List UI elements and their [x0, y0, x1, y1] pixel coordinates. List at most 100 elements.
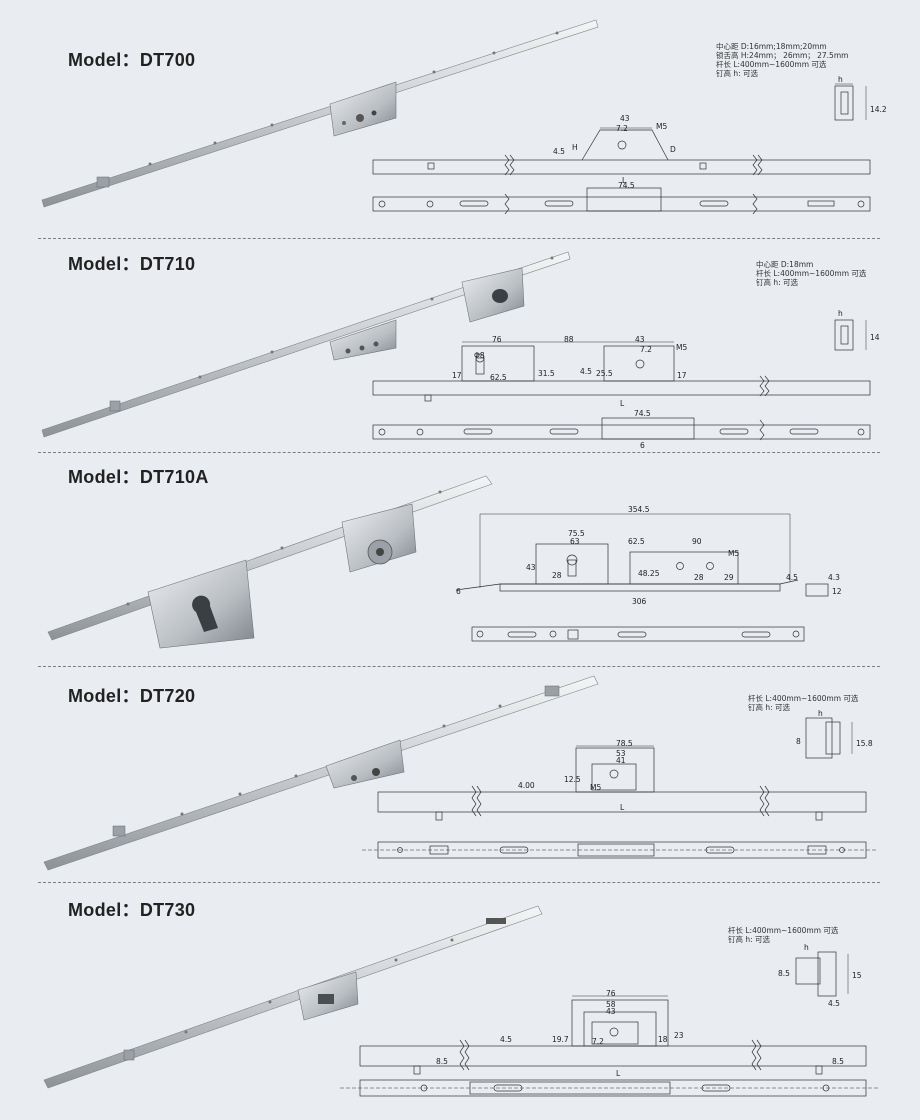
- dim-label: 62.5: [490, 373, 507, 382]
- product-photo-dt720: [43, 675, 599, 871]
- dim-label: 53: [616, 749, 626, 758]
- dim-label: 8.5: [436, 1057, 448, 1066]
- spec-line: 杆长 L:400mm~1600mm 可选: [716, 60, 827, 69]
- model-separator: ：: [121, 467, 140, 487]
- dim-label: 4.00: [518, 781, 535, 790]
- drawing-dt700: 43 7.2 M5 4.5 H D L 74.5 h 14.2: [372, 75, 887, 215]
- model-title: Model：DT730: [68, 896, 195, 922]
- dim-label: 18: [658, 1035, 668, 1044]
- dim-label: M5: [656, 122, 667, 131]
- dim-label: 88: [564, 335, 574, 344]
- dim-label: 76: [492, 335, 502, 344]
- dim-label: 306: [632, 597, 647, 606]
- dim-label: 17: [677, 371, 687, 380]
- section-dt710a: Model：DT710A 354.5 75.5 63: [0, 452, 920, 666]
- model-title: Model：DT700: [68, 46, 195, 72]
- dim-label: 43: [606, 1007, 616, 1016]
- dim-label: Φ8: [474, 351, 485, 360]
- section-divider: [38, 452, 880, 453]
- dim-label: 48.25: [638, 569, 660, 578]
- model-name: DT710: [139, 254, 196, 274]
- spec-list: 中心距 D:18mm 杆长 L:400mm~1600mm 可选 钉高 h: 可选: [756, 260, 866, 287]
- dim-label: 43: [620, 114, 630, 123]
- dim-label: 28: [552, 571, 562, 580]
- dim-label: 4.5: [553, 147, 565, 156]
- dim-label: 6: [456, 587, 461, 596]
- spec-line: 中心距 D:16mm;18mm;20mm: [716, 42, 827, 51]
- model-separator: ：: [121, 686, 140, 706]
- dim-label: M5: [676, 343, 687, 352]
- dim-label: 28: [694, 573, 704, 582]
- spec-line: 钉高 h: 可选: [716, 69, 759, 78]
- product-photo-dt730: [43, 905, 543, 1089]
- drawing-dt730: 76 58 43 4.5 19.7 7.2 23 18 8.5 8.5 L h …: [340, 943, 878, 1097]
- dim-label: 78.5: [616, 739, 633, 748]
- model-separator: ：: [121, 254, 140, 274]
- section-dt700: Model：DT700 中心距 D:16mm;18mm;20mm 锁舌高 H:2…: [0, 0, 920, 238]
- dim-label: 14: [870, 333, 880, 342]
- dim-label: h: [818, 709, 823, 718]
- dim-label: 4.3: [828, 573, 840, 582]
- dim-label: 15: [852, 971, 862, 980]
- dim-label: L: [622, 176, 627, 185]
- model-title: Model：DT720: [68, 682, 195, 708]
- dim-label: 31.5: [538, 369, 555, 378]
- model-label: Model: [68, 50, 122, 70]
- section-divider: [38, 666, 880, 667]
- spec-list: 杆长 L:400mm~1600mm 可选 钉高 h: 可选: [728, 926, 838, 944]
- dim-label: 12.5: [564, 775, 581, 784]
- spec-line: 杆长 L:400mm~1600mm 可选: [756, 269, 867, 278]
- model-name: DT720: [139, 686, 196, 706]
- product-photo-dt710a: [47, 475, 493, 649]
- dim-label: 25.5: [596, 369, 613, 378]
- dim-label: 7.2: [592, 1037, 604, 1046]
- dim-label: 90: [692, 537, 702, 546]
- dim-label: L: [616, 1069, 621, 1078]
- dim-label: H: [572, 143, 578, 152]
- dim-label: 14.2: [870, 105, 887, 114]
- spec-line: 钉高 h: 可选: [728, 935, 771, 944]
- model-label: Model: [68, 686, 122, 706]
- section-divider: [38, 238, 880, 239]
- dim-label: 4.5: [500, 1035, 512, 1044]
- dim-label: 8: [796, 737, 801, 746]
- spec-line: 钉高 h: 可选: [748, 703, 791, 712]
- section-divider: [38, 882, 880, 883]
- section-dt710: Model：DT710 中心距 D:18mm 杆长 L:400mm~1600mm…: [0, 238, 920, 452]
- spec-line: 杆长 L:400mm~1600mm 可选: [728, 926, 839, 935]
- model-label: Model: [68, 467, 122, 487]
- model-name: DT730: [139, 900, 196, 920]
- spec-list: 杆长 L:400mm~1600mm 可选 钉高 h: 可选: [748, 694, 858, 712]
- drawing-dt710a: 354.5 75.5 63 62.5 90 43 28 48.25 28 29 …: [455, 505, 842, 642]
- dim-label: 74.5: [634, 409, 651, 418]
- dim-label: 76: [606, 989, 616, 998]
- model-label: Model: [68, 254, 122, 274]
- model-label: Model: [68, 900, 122, 920]
- section-dt730: Model：DT730 杆长 L:400mm~1600mm 可选 钉高 h: 可…: [0, 882, 920, 1120]
- dim-label: L: [620, 399, 625, 408]
- dim-label: 62.5: [628, 537, 645, 546]
- dim-label: 75.5: [568, 529, 585, 538]
- model-separator: ：: [121, 900, 140, 920]
- dim-label: M5: [590, 783, 601, 792]
- dim-label: 17: [452, 371, 462, 380]
- dim-label: 15.8: [856, 739, 873, 748]
- dim-label: 8.5: [778, 969, 790, 978]
- product-photo-dt700: [41, 19, 599, 208]
- dim-label: 29: [724, 573, 734, 582]
- dim-label: h: [838, 75, 843, 84]
- dim-label: h: [804, 943, 809, 952]
- dim-label: 7.2: [640, 345, 652, 354]
- spec-list: 中心距 D:16mm;18mm;20mm 锁舌高 H:24mm； 26mm； 2…: [716, 42, 848, 78]
- dim-label: 354.5: [628, 505, 650, 514]
- dim-label: 12: [832, 587, 842, 596]
- drawing-dt720: 78.5 53 41 4.00 12.5 M5 L h 8 15.8: [362, 709, 878, 859]
- section-dt720: Model：DT720 杆长 L:400mm~1600mm 可选 钉高 h: 可…: [0, 666, 920, 882]
- spec-line: 锁舌高 H:24mm； 26mm； 27.5mm: [716, 51, 849, 60]
- dim-label: 19.7: [552, 1035, 569, 1044]
- spec-line: 杆长 L:400mm~1600mm 可选: [748, 694, 859, 703]
- dim-label: 4.5: [786, 573, 798, 582]
- spec-line: 钉高 h: 可选: [756, 278, 799, 287]
- dim-label: 23: [674, 1031, 684, 1040]
- model-title: Model：DT710: [68, 250, 195, 276]
